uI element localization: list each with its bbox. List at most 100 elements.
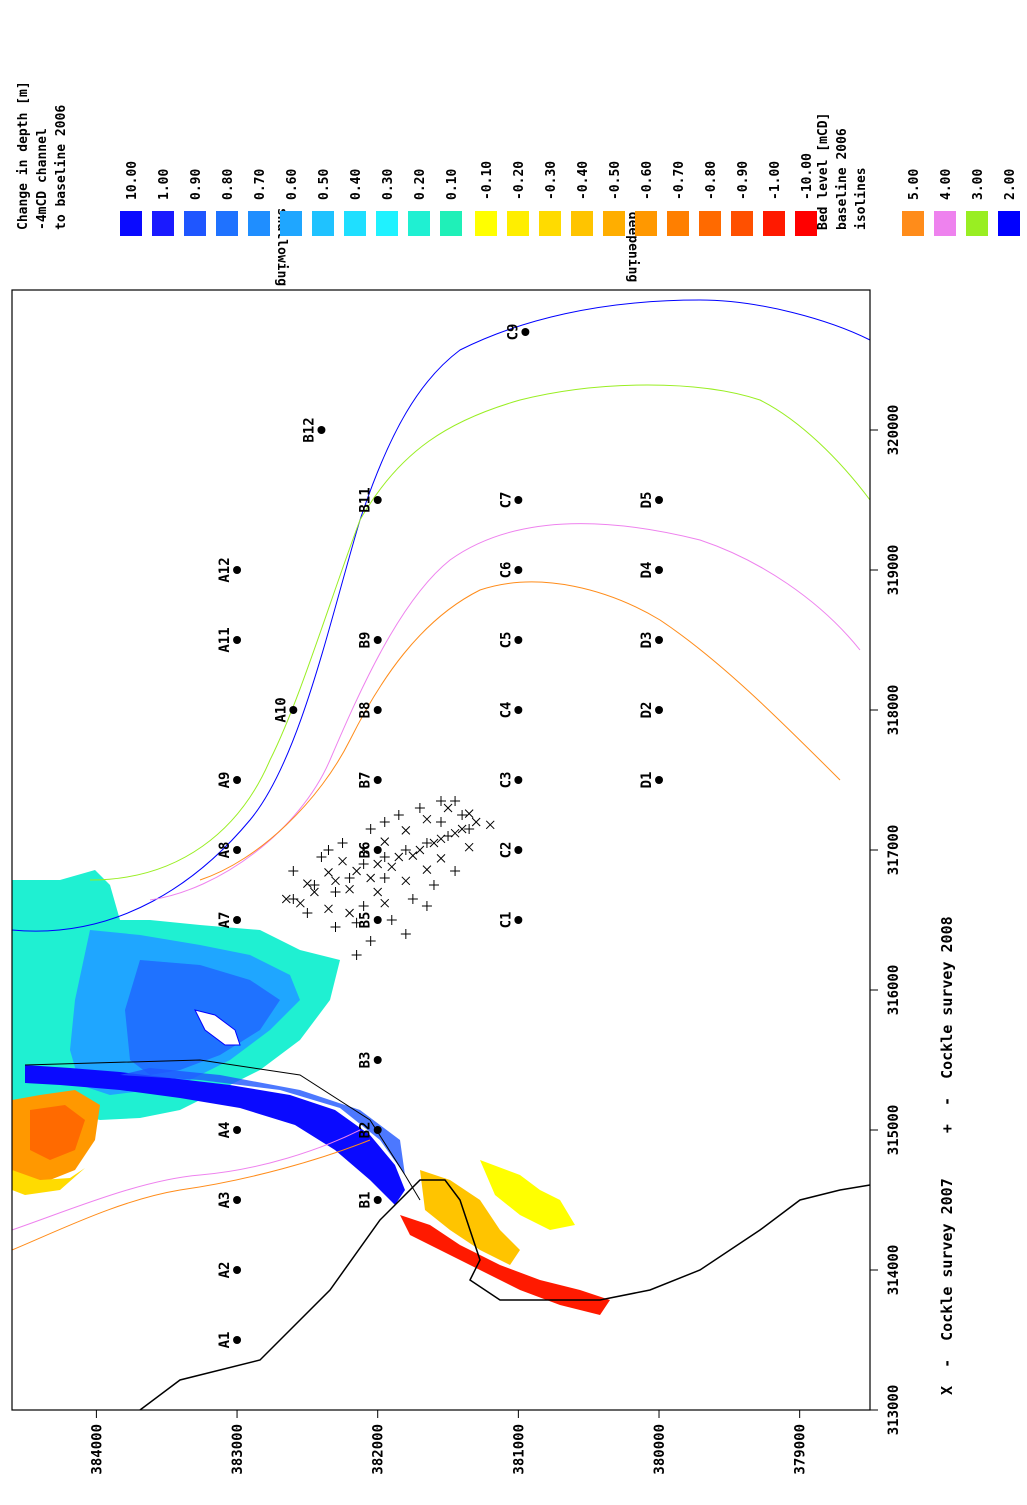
station-label: B5 (358, 912, 374, 929)
legend-bed-sub1: baseline 2006 (835, 128, 850, 230)
station-marker (233, 916, 242, 924)
legend-bed-sub2: isolines (854, 167, 869, 230)
y-tick-label: 381000 (511, 1424, 527, 1475)
station-label: C1 (498, 912, 514, 929)
station-marker (373, 1196, 382, 1204)
station-marker (655, 706, 664, 714)
survey-2007-point (429, 838, 439, 848)
survey-2007-point (373, 859, 383, 869)
station-marker (373, 1056, 382, 1064)
survey-2008-point (450, 866, 461, 876)
survey-2008-layer (288, 796, 475, 960)
station-label: C4 (498, 702, 514, 719)
legend-swatch-isoline (966, 211, 988, 236)
y-tick-label: 383000 (230, 1424, 246, 1475)
station-marker (655, 496, 664, 504)
survey-2007-point (422, 814, 432, 824)
station-marker (514, 566, 523, 574)
legend-swatch-label: -0.40 (576, 161, 591, 200)
station-label: A1 (217, 1332, 233, 1349)
survey-2008-point (309, 880, 320, 890)
deepening-channel-bank-yellow (420, 1170, 520, 1265)
legend-change-sub1: -4mCD channel (35, 128, 50, 230)
survey-2007-point (485, 820, 495, 830)
survey-2007-point (352, 866, 361, 876)
station-marker (514, 496, 523, 504)
legend-swatch-label: 2.00 (1003, 169, 1018, 200)
survey-2008-point (316, 852, 327, 862)
station-marker (233, 846, 242, 854)
legend-swatch-label: -0.90 (736, 161, 751, 200)
station-marker (233, 1266, 242, 1274)
survey-2007-point (303, 879, 312, 888)
legend-swatch-label: -1.00 (768, 161, 783, 200)
survey-2007-point (324, 868, 333, 877)
legend-swatch-label: -0.20 (512, 161, 527, 200)
isoline-orange-inner (199, 581, 841, 881)
station-label: A4 (217, 1122, 233, 1139)
station-label: B11 (358, 487, 374, 512)
station-label: A10 (273, 697, 289, 722)
legend-swatch-label: -0.60 (640, 161, 655, 200)
survey-2008-point (365, 936, 376, 946)
legend-swatch-label: -10.00 (800, 153, 815, 200)
station-label: B3 (358, 1052, 374, 1069)
survey-2007-point (345, 884, 354, 894)
survey-2007-point (373, 887, 383, 897)
station-marker (289, 706, 298, 714)
survey-2008-point (337, 838, 348, 848)
station-marker (514, 776, 523, 784)
x-tick-label: 315000 (886, 1105, 902, 1156)
station-marker (655, 566, 664, 574)
survey-2007-point (394, 852, 404, 862)
station-label: A9 (217, 772, 233, 789)
survey-2007-point (408, 851, 418, 860)
x-tick-label: 318000 (886, 685, 902, 736)
x-tick-label: 319000 (886, 545, 902, 596)
survey-2008-point (323, 845, 334, 855)
legend-swatch-label: -0.30 (544, 161, 559, 200)
legend-change-title: Change in depth [m] (16, 81, 31, 230)
station-marker (233, 566, 242, 574)
survey-2007-point (436, 854, 446, 863)
survey-2007-point (380, 898, 390, 908)
x-tick-label: 314000 (886, 1245, 902, 1296)
survey-2007-point (295, 898, 305, 908)
legend-swatch-label: 0.40 (349, 169, 364, 200)
station-marker (373, 636, 382, 644)
survey-2008-point (330, 887, 341, 897)
legend-swatch-label: 3.00 (971, 169, 986, 200)
legend-swatch-label: 0.20 (413, 169, 428, 200)
survey-2008-point (365, 824, 376, 834)
survey-2007-point (443, 803, 453, 813)
x-tick-label: 317000 (886, 825, 902, 876)
legend-swatch-deepening (635, 211, 657, 236)
survey-2008-point (330, 922, 341, 932)
survey-2008-point (351, 950, 362, 960)
station-label: A3 (217, 1192, 233, 1209)
sand-island (194, 1009, 241, 1046)
legend-swatch-label: 1.00 (157, 169, 172, 200)
survey-2008-point (400, 929, 411, 939)
legend-swatch-label: 10.00 (125, 161, 140, 200)
isoline-blue-north (11, 299, 871, 932)
isoline-violet-inner (149, 523, 861, 901)
legend-swatch-deepening (763, 211, 785, 236)
legend-swatch-label: 0.80 (221, 169, 236, 200)
survey-2008-point (450, 796, 461, 806)
survey-2008-point (379, 873, 390, 883)
legend-swatch-label: -0.10 (480, 161, 495, 200)
legend-change-sub2: to baseline 2006 (54, 105, 69, 230)
survey-2008-point (344, 873, 355, 883)
y-tick-label: 382000 (371, 1424, 387, 1475)
station-marker (655, 636, 664, 644)
station-label: B9 (358, 632, 374, 649)
survey-2008-point (414, 803, 425, 813)
station-label: B8 (358, 702, 374, 719)
legend-swatch-deepening (507, 211, 529, 236)
legend: Change in depth [m] -4mCD channel to bas… (16, 81, 1020, 286)
survey-2008-point (358, 859, 369, 869)
